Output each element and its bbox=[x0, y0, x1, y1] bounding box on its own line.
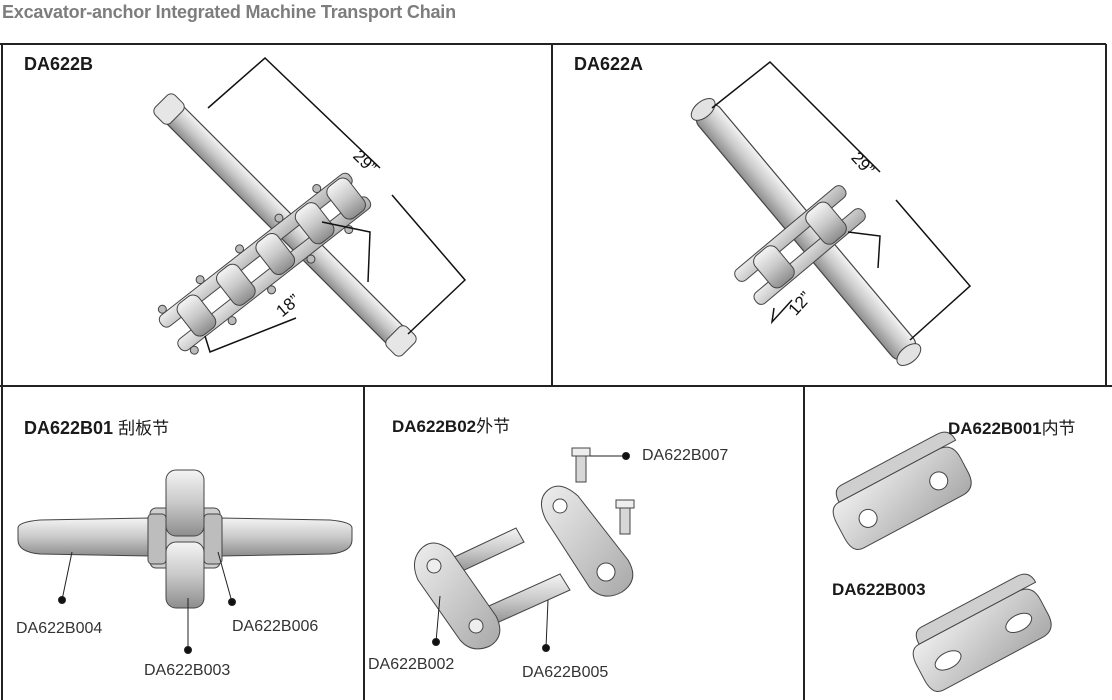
da622b-chain-links bbox=[157, 172, 372, 355]
page-title: Excavator-anchor Integrated Machine Tran… bbox=[2, 2, 456, 22]
panel-code: DA622B02 bbox=[392, 417, 477, 436]
panel-label-da622b02: DA622B02外节 bbox=[392, 412, 510, 437]
da622a-dimension-lines bbox=[711, 60, 972, 341]
da622b-dimension-lines bbox=[204, 56, 467, 353]
panel-label-da622b001: DA622B001内节 bbox=[948, 414, 1076, 439]
da622b02-leader-lines bbox=[432, 452, 630, 652]
panel-label-da622b: DA622B bbox=[24, 54, 94, 74]
panel-label-da622a: DA622A bbox=[574, 54, 644, 74]
da622b003-link-drawing bbox=[912, 573, 1052, 693]
panel-code: DA622B001 bbox=[948, 419, 1042, 438]
callout-da622b004: DA622B004 bbox=[16, 620, 103, 637]
callout-da622b002: DA622B002 bbox=[368, 656, 455, 673]
da622b01-leader-lines bbox=[58, 551, 236, 654]
panel-name-cn: 外节 bbox=[476, 417, 511, 436]
panel-label-da622b003: DA622B003 bbox=[832, 580, 926, 599]
panel-name-cn: 刮板节 bbox=[118, 419, 170, 438]
callout-da622b006: DA622B006 bbox=[232, 618, 319, 635]
da622b02-drawing bbox=[414, 447, 635, 650]
panel-label-da622b01: DA622B01 刮板节 bbox=[24, 414, 169, 439]
da622b01-drawing bbox=[17, 469, 353, 609]
panel-name-cn: 内节 bbox=[1041, 419, 1076, 438]
da622b001-link-drawing bbox=[832, 431, 972, 551]
callout-da622b003: DA622B003 bbox=[144, 662, 231, 679]
callout-da622b005: DA622B005 bbox=[522, 664, 609, 681]
panel-code: DA622B01 bbox=[24, 418, 114, 438]
callout-da622b007: DA622B007 bbox=[642, 447, 729, 464]
panel-borders bbox=[0, 43, 1112, 700]
da622a-assembly-drawing bbox=[690, 98, 922, 366]
da622a-chain-links bbox=[734, 185, 866, 305]
